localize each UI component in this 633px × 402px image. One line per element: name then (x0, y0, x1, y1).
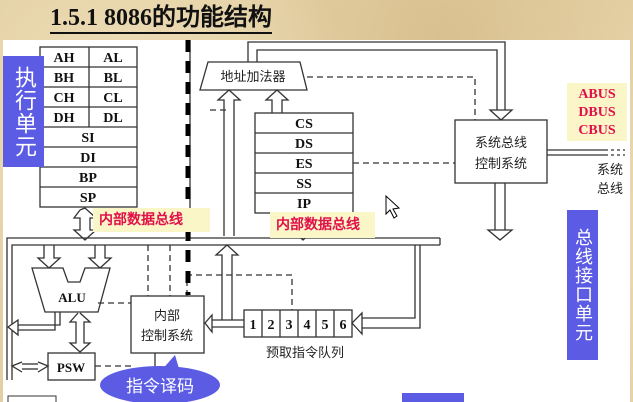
register-ah: AH (54, 51, 75, 66)
bus-interface-unit-label: 总线接口单元 (567, 210, 598, 360)
system-bus-label-2: 总线 (597, 181, 623, 196)
queue-slot-2: 2 (268, 318, 275, 333)
register-dl: DL (103, 111, 122, 126)
address-adder-shape (199, 61, 308, 91)
bus-control-label-2: 控制系统 (475, 156, 527, 171)
register-ip: IP (297, 197, 311, 212)
system-bus-label-1: 系统 (597, 162, 623, 177)
register-bl: BL (104, 71, 123, 86)
register-ch: CH (54, 91, 75, 106)
control-label-1: 内部 (154, 308, 180, 323)
bus-type-cbus: CBUS (578, 123, 616, 138)
register-ds: DS (295, 137, 313, 152)
register-cl: CL (103, 91, 122, 106)
queue-slot-6: 6 (340, 318, 347, 333)
register-bp: BP (79, 171, 97, 186)
internal-bus-label-left: 内部数据总线 (93, 208, 210, 232)
alu-shape (31, 267, 111, 313)
slide-title: 1.5.1 8086的功能结构 (50, 4, 272, 34)
queue-slot-3: 3 (286, 318, 293, 333)
register-si: SI (81, 131, 94, 146)
register-bh: BH (54, 71, 74, 86)
bus-type-abus: ABUS (578, 87, 616, 102)
queue-slot-5: 5 (322, 318, 329, 333)
control-label-2: 控制系统 (141, 328, 193, 343)
register-es: ES (295, 157, 312, 172)
bus-type-dbus: DBUS (578, 105, 616, 120)
register-al: AL (103, 51, 122, 66)
internal-bus-label-right: 内部数据总线 (270, 212, 375, 238)
register-ss: SS (296, 177, 312, 192)
bus-control-box (454, 119, 548, 184)
bottom-button[interactable] (402, 393, 464, 402)
psw-box (47, 352, 96, 381)
queue-label: 预取指令队列 (266, 345, 344, 360)
psw-label: PSW (57, 360, 85, 375)
decode-callout-label: 指令译码 (126, 377, 194, 397)
register-dh: DH (54, 111, 75, 126)
bus-types-label: ABUS DBUS CBUS (567, 83, 627, 141)
register-cs: CS (295, 117, 313, 132)
alu-label: ALU (58, 290, 86, 305)
bus-control-label-1: 系统总线 (475, 135, 527, 150)
segment-register-file (254, 112, 354, 214)
decode-callout (100, 366, 220, 402)
execution-unit-label: 执行单元 (3, 56, 44, 167)
address-adder-label: 地址加法器 (220, 69, 285, 84)
mouse-cursor-icon (385, 194, 401, 219)
register-sp: SP (80, 191, 97, 206)
queue-slot-1: 1 (250, 318, 257, 333)
register-di: DI (80, 151, 96, 166)
queue-slot-4: 4 (304, 318, 311, 333)
control-box (130, 295, 205, 354)
